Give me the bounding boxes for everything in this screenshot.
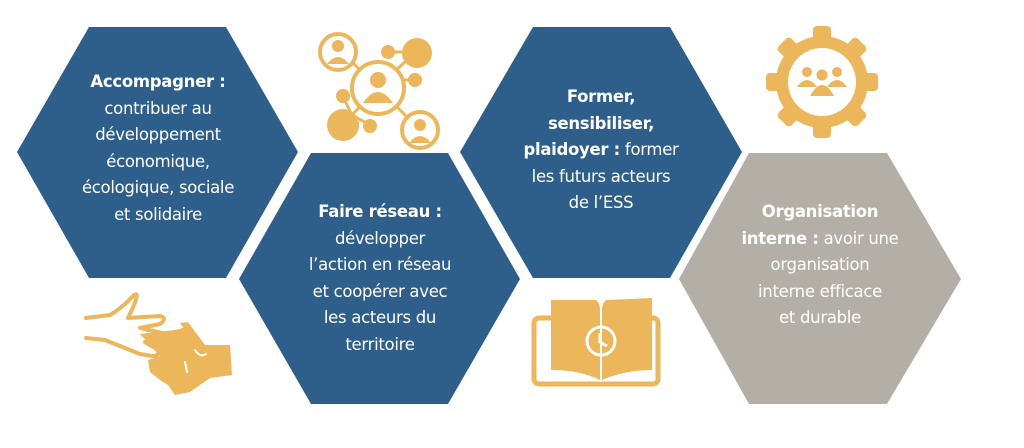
hexagon-accompagner xyxy=(17,27,298,278)
gear-team-icon xyxy=(766,26,878,138)
book-icon xyxy=(531,298,661,387)
hexagon-organisation-text: Organisation interne : avoir une organis… xyxy=(741,202,899,327)
hexagon-accompagner-text: Accompagner : contribuer au développemen… xyxy=(81,72,235,224)
hexagon-faire-reseau xyxy=(239,153,520,404)
network-icon xyxy=(318,32,440,150)
hexagon-former-text: Former, sensibiliser, plaidoyer : former… xyxy=(523,87,679,212)
hexagon-organisation xyxy=(679,153,961,404)
hexagon-former xyxy=(460,27,742,278)
hexagon-faire-reseau-text: Faire réseau : développer l’action en ré… xyxy=(308,202,452,354)
hands-icon xyxy=(84,292,232,395)
